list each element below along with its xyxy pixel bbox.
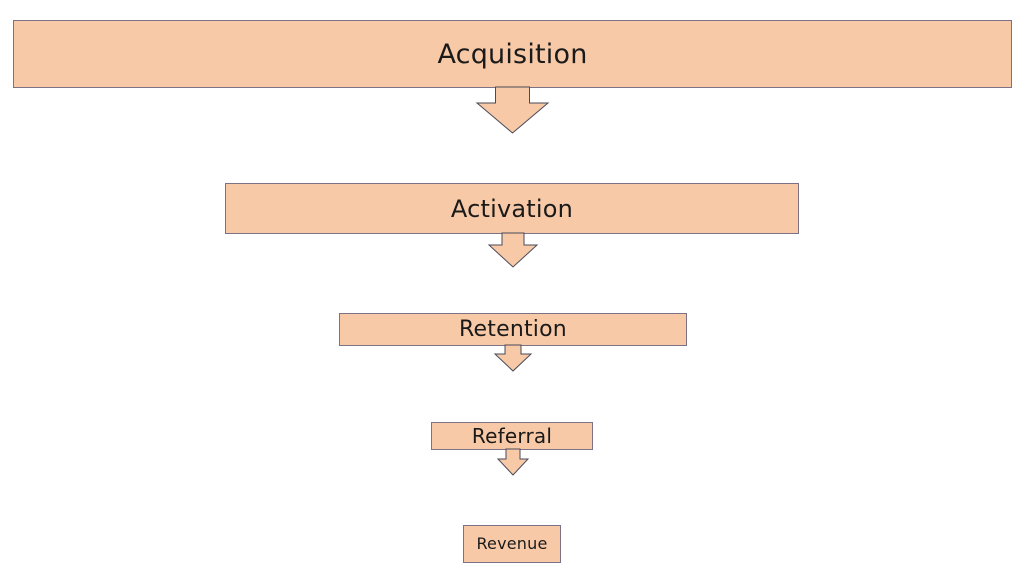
arrow-down-icon-activation-to-retention [487,232,539,268]
funnel-stage-label-acquisition: Acquisition [437,38,588,70]
funnel-stage-acquisition[interactable]: Acquisition [13,20,1012,88]
funnel-stage-retention[interactable]: Retention [339,313,687,346]
funnel-stage-label-referral: Referral [471,424,553,448]
funnel-stage-activation[interactable]: Activation [225,183,799,234]
arrow-down-icon-referral-to-revenue [496,448,530,476]
arrow-down-shape [496,448,530,476]
funnel-stage-label-retention: Retention [459,316,567,342]
arrow-down-shape [475,86,550,134]
arrow-down-icon-acquisition-to-activation [475,86,550,134]
funnel-stage-label-revenue: Revenue [476,534,548,553]
arrow-down-icon-retention-to-referral [493,344,533,372]
funnel-stage-revenue[interactable]: Revenue [463,525,561,563]
funnel-stage-referral[interactable]: Referral [431,422,593,450]
arrow-down-shape [493,344,533,372]
funnel-stage-label-activation: Activation [450,194,574,223]
arrow-down-shape [487,232,539,268]
